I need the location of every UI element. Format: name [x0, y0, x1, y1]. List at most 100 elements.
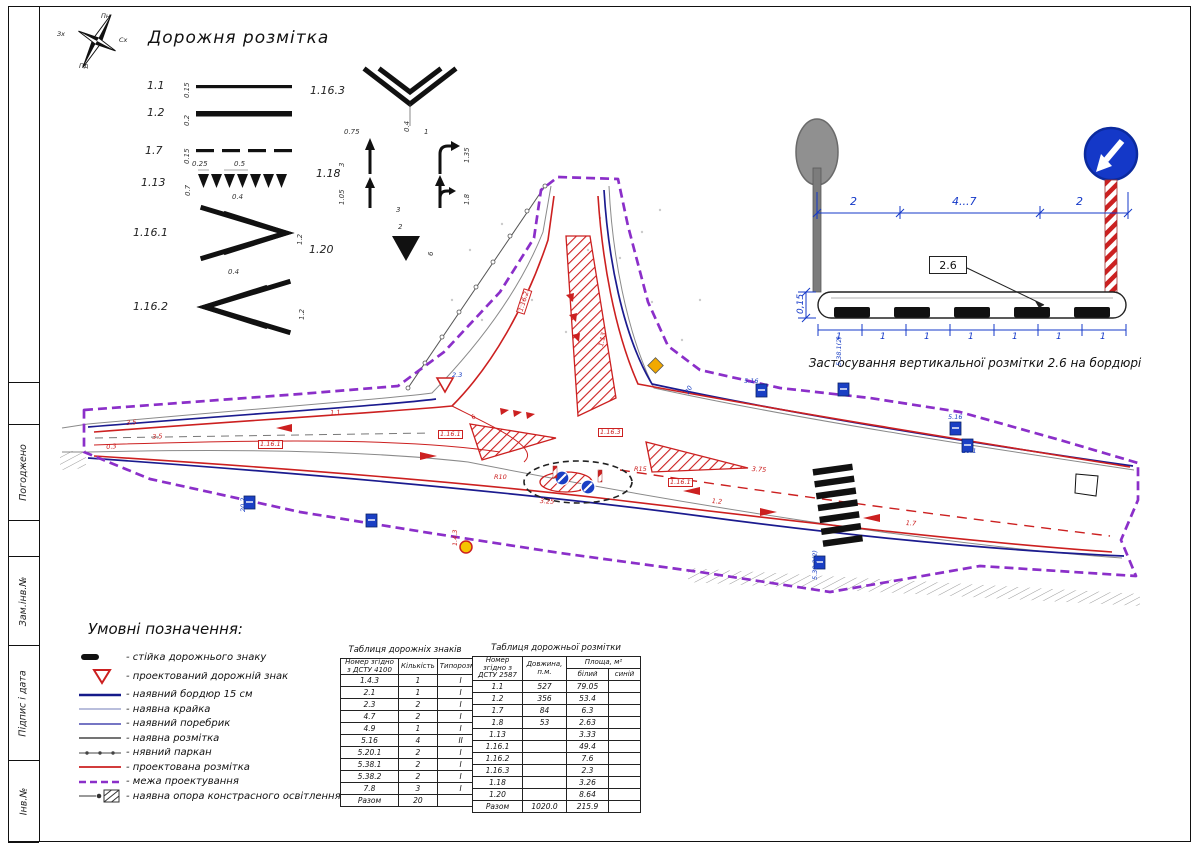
dim-label: 3	[396, 206, 401, 214]
dim-label: 1.05	[338, 189, 346, 205]
table-cell: 1.16.2	[472, 752, 523, 766]
warning-sign-icon	[647, 357, 664, 374]
legend-item: - стійка дорожнього знаку	[78, 650, 378, 665]
table-cell: 4.9	[340, 722, 399, 736]
column-header: Номер згідно з ДСТУ 4100	[340, 657, 399, 676]
marking-id: 1.16.3	[310, 84, 345, 97]
projected-marking-icon	[78, 758, 126, 776]
sheet-inner-frame	[39, 6, 1191, 842]
table-cell: 3.26	[566, 776, 609, 790]
stamp-label: Зам.інв.№	[18, 576, 30, 626]
column-header: Довжина, п.м.	[522, 655, 567, 682]
projected-sign-icon	[435, 377, 455, 394]
legend-item: - наявний бордюр 15 см	[78, 688, 378, 703]
detail-caption: Застосування вертикальної розмітки 2.6 н…	[808, 356, 1142, 370]
channelizing-island	[565, 235, 617, 417]
table-cell: 1.4.3	[340, 674, 399, 688]
dim-label: 1.2	[298, 308, 306, 320]
marking-id: 1.16.1	[133, 226, 168, 239]
table-row: 1.16.1 49.4	[472, 740, 641, 754]
column-header: Номер згідно з ДСТУ 2587	[472, 655, 523, 682]
table-cell: 1	[398, 674, 438, 688]
table-cell: 20	[398, 794, 438, 808]
table-cell: 1.1	[472, 680, 523, 694]
marking-1-20-triangle	[392, 236, 420, 261]
edge-line-icon	[78, 700, 126, 718]
table-cell	[608, 800, 641, 814]
table-cell	[608, 728, 641, 742]
table-cell: 1.8	[472, 716, 523, 730]
marking-1-7-dashes	[196, 149, 292, 153]
stamp-box-signature-date: Підпис і дата	[8, 646, 39, 761]
legend-item: - межа проектування	[78, 775, 378, 790]
stamp-box-empty	[8, 383, 39, 425]
table-cell	[522, 776, 567, 790]
table-cell: 2	[398, 770, 438, 784]
stamp-box-inv-number: Інв.№	[8, 761, 39, 843]
table-cell	[608, 680, 641, 694]
embankment-hatch	[688, 568, 1140, 606]
compass-west-label: Зх	[57, 30, 66, 38]
crosswalk	[812, 463, 864, 547]
existing-edge	[61, 185, 552, 429]
sign-post-icon	[78, 648, 126, 666]
table-cell: 84	[522, 704, 567, 718]
table-cell: 527	[522, 680, 567, 694]
marking-1-13-teeth	[198, 174, 287, 188]
sign-post	[812, 167, 822, 293]
markings-table: Номер згідно з ДСТУ 2587 Довжина, п.м. П…	[472, 655, 641, 814]
projected-sign-icon	[78, 667, 126, 685]
legend-item-label: - наявна опора констрасного освітлення	[126, 790, 341, 802]
table-subheader-row: білий синій	[473, 668, 641, 682]
kerb-icon	[78, 715, 126, 733]
marking-id: 1.20	[309, 243, 334, 256]
dim-label: 0.25	[192, 160, 208, 168]
table-cell: 215.9	[566, 800, 609, 814]
table-cell: 49.4	[566, 740, 609, 754]
table-cell	[522, 740, 567, 754]
marking-legend-title: Дорожня розмітка	[148, 28, 330, 48]
table-cell: 1	[398, 722, 438, 736]
fence-line	[405, 183, 548, 391]
marking-26-callout: 2.6	[929, 256, 967, 274]
left-dimension-line	[798, 287, 816, 323]
legend-item: - наявна опора констрасного освітлення	[78, 789, 378, 804]
table-header-row: Номер згідно з ДСТУ 4100 Кількість Типор…	[340, 657, 485, 676]
legend-item: - наявна крайка	[78, 702, 378, 717]
legend-item: - проектований дорожній знак	[78, 665, 378, 688]
marking-id: 1.2	[147, 106, 165, 119]
signs-table-title: Таблиця дорожніх знаків	[348, 645, 462, 655]
marking-1-18-arrows	[365, 138, 460, 208]
table-cell: 1.16.1	[472, 740, 523, 754]
stamp-box-empty	[8, 521, 39, 557]
legend-list: - стійка дорожнього знаку- проектований …	[78, 650, 378, 804]
dim-label: 0.15	[183, 148, 191, 164]
dim-label: 1.35	[463, 147, 471, 163]
dim-label: 6	[427, 251, 435, 256]
legend-item-label: - наявний поребрик	[126, 718, 231, 730]
yield-teeth	[500, 293, 580, 419]
column-subheader: синій	[608, 668, 641, 682]
dim-label: 0.15	[183, 82, 191, 98]
legend-item: - нявний паркан	[78, 746, 378, 761]
existing-marking-icon	[78, 729, 126, 747]
stamp-box-approved: Погоджено	[8, 425, 39, 521]
table-cell: 2.3	[566, 764, 609, 778]
column-header: Кількість	[398, 657, 438, 676]
site-plan	[60, 175, 1140, 606]
table-cell	[522, 764, 567, 778]
marking-id: 1.18	[316, 167, 341, 180]
marking-id: 1.7	[145, 144, 163, 157]
table-cell: 2.63	[566, 716, 609, 730]
marking-1-16-3-chevron	[362, 66, 458, 126]
fence-icon	[78, 744, 126, 762]
